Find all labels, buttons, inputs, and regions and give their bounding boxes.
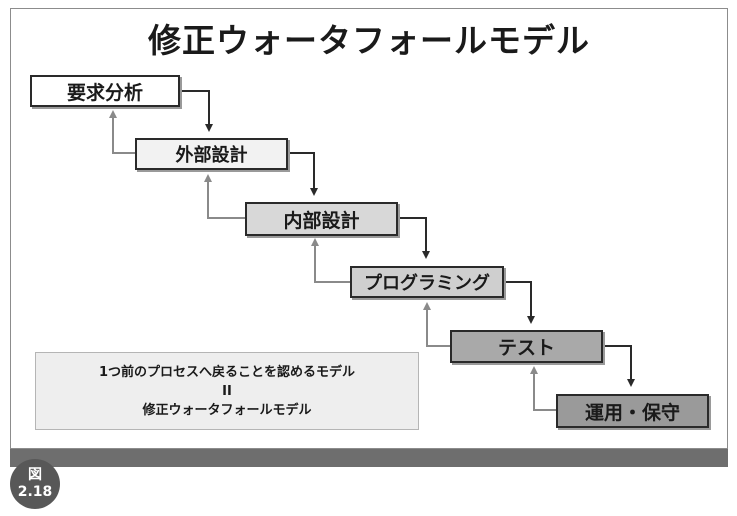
note-line-3: 修正ウォータフォールモデル (142, 402, 312, 418)
step-external-design: 外部設計 (135, 138, 288, 170)
slide-bottom-bar (10, 449, 728, 467)
figure-number-badge: 図 2.18 (10, 459, 60, 509)
step-requirements-analysis: 要求分析 (30, 75, 180, 107)
step-testing: テスト (450, 330, 603, 363)
figure-number: 2.18 (17, 484, 53, 500)
forward-arrow-3 (398, 217, 430, 259)
forward-arrow-2 (288, 152, 318, 196)
step-programming: プログラミング (350, 266, 504, 298)
step-internal-design: 内部設計 (245, 202, 398, 236)
figure-label: 図 (28, 467, 42, 483)
diagram-title: 修正ウォータフォールモデル (148, 21, 590, 60)
back-arrow-4 (423, 302, 450, 347)
note-box: 1つ前のプロセスへ戻ることを認めるモデル II 修正ウォータフォールモデル (35, 352, 419, 430)
forward-arrow-1 (180, 90, 213, 132)
back-arrow-5 (530, 366, 556, 411)
forward-arrow-5 (603, 345, 635, 387)
forward-arrow-4 (504, 281, 535, 324)
note-line-2: II (222, 383, 232, 399)
note-line-1: 1つ前のプロセスへ戻ることを認めるモデル (98, 364, 356, 380)
step-operation-maintenance: 運用・保守 (556, 394, 709, 428)
back-arrow-1 (109, 110, 135, 154)
back-arrow-2 (204, 174, 245, 219)
back-arrow-3 (311, 238, 350, 283)
